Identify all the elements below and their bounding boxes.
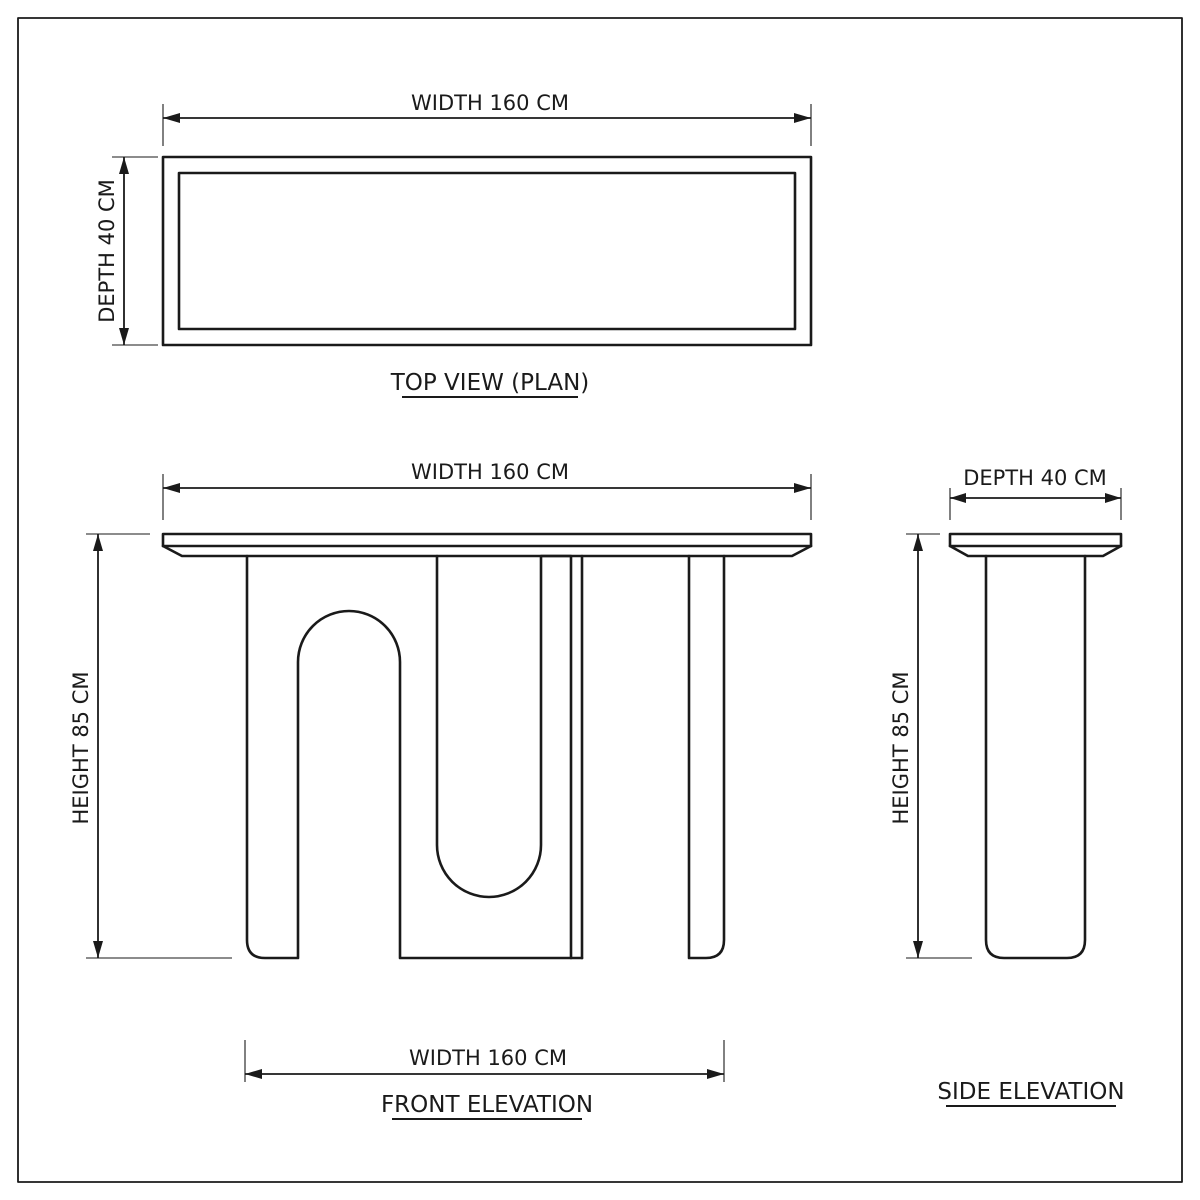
side-elevation: DEPTH 40 CM HEIGHT 85 CM SIDE ELEVATION (889, 466, 1125, 1107)
front-top-width-label: WIDTH 160 CM (411, 460, 569, 484)
top-view-title: TOP VIEW (PLAN) (390, 370, 590, 396)
side-height-dimension: HEIGHT 85 CM (889, 533, 972, 959)
side-depth-label: DEPTH 40 CM (963, 466, 1107, 490)
front-height-label: HEIGHT 85 CM (69, 672, 93, 825)
side-leg (984, 554, 1087, 960)
top-width-label: WIDTH 160 CM (411, 91, 569, 115)
front-tabletop-chamfer (161, 544, 813, 558)
front-tabletop (161, 532, 813, 548)
top-width-dimension: WIDTH 160 CM (162, 91, 812, 146)
left-arched-leg (245, 554, 573, 960)
front-bottom-width-dimension: WIDTH 160 CM (244, 1040, 725, 1082)
side-height-label: HEIGHT 85 CM (889, 672, 913, 825)
side-tabletop (948, 532, 1123, 548)
tabletop-inner-edge (177, 171, 797, 331)
top-depth-label: DEPTH 40 CM (95, 179, 119, 323)
top-depth-dimension: DEPTH 40 CM (95, 156, 158, 346)
tabletop-outline (161, 155, 813, 347)
front-elevation-title: FRONT ELEVATION (381, 1092, 593, 1118)
front-bottom-width-label: WIDTH 160 CM (409, 1046, 567, 1070)
side-elevation-title: SIDE ELEVATION (937, 1079, 1124, 1105)
front-height-dimension: HEIGHT 85 CM (69, 533, 232, 959)
right-leg (687, 554, 726, 960)
front-top-width-dimension: WIDTH 160 CM (162, 460, 812, 520)
side-tabletop-chamfer (948, 544, 1123, 558)
front-elevation: WIDTH 160 CM HEIGHT 85 CM WIDTH 160 CM F… (69, 460, 813, 1120)
drawing-frame (17, 17, 1183, 1183)
side-depth-dimension: DEPTH 40 CM (949, 466, 1122, 520)
top-view: WIDTH 160 CM DEPTH 40 CM TOP VIEW (PLAN) (95, 91, 813, 398)
